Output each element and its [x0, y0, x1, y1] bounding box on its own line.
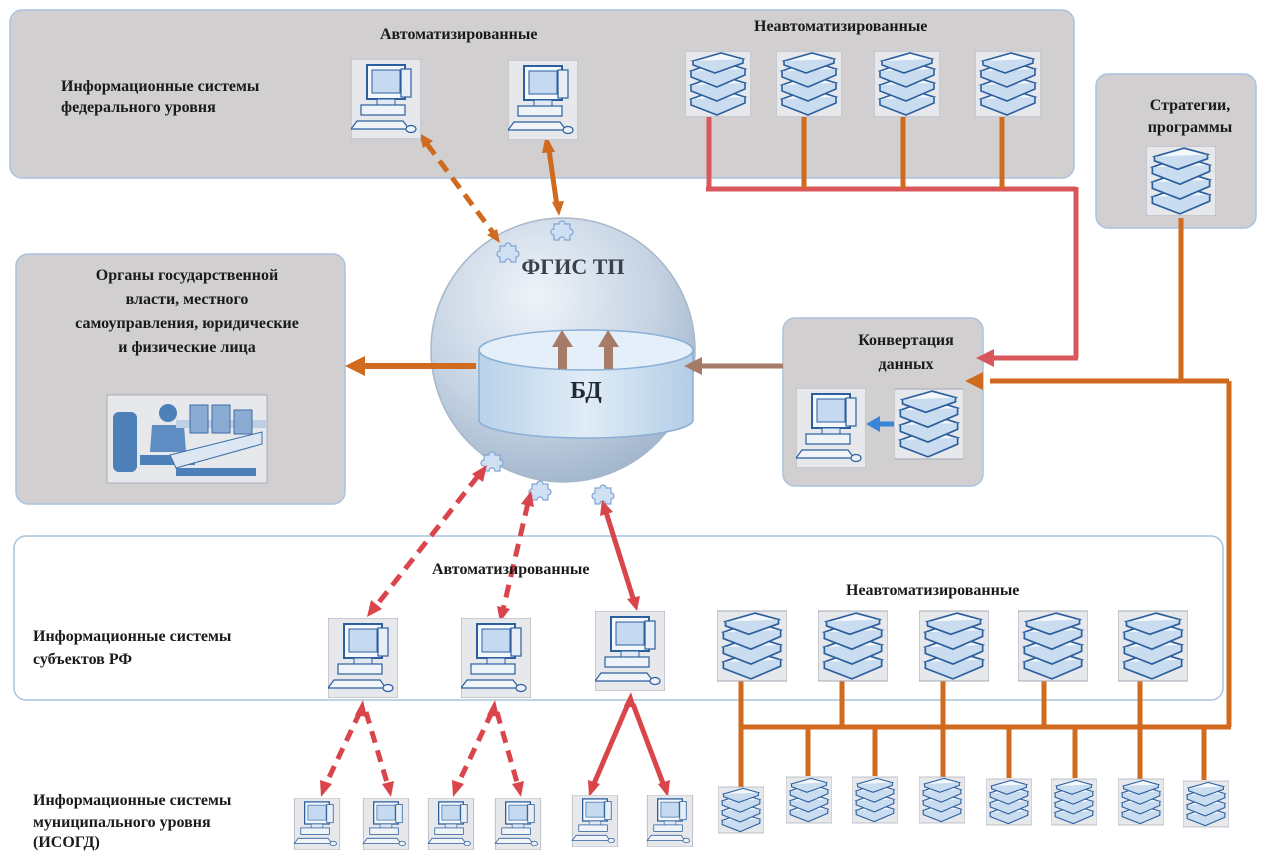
authorities-line4: и физические лица — [118, 339, 256, 356]
federal-automated-label: Автоматизированные — [380, 26, 538, 43]
authorities-line2: власти, местного — [125, 291, 249, 308]
computer-icon — [508, 60, 578, 140]
arrowhead — [552, 201, 564, 216]
books-icon — [1118, 610, 1188, 682]
books-icon — [717, 610, 787, 682]
federal-title-line1: Информационные системы — [61, 78, 260, 95]
books-icon — [1051, 778, 1097, 826]
municipal-arrowheads — [320, 692, 670, 797]
conversion-arrowhead — [684, 357, 702, 375]
books-icon — [874, 51, 940, 117]
federal-orange-drops — [801, 112, 1005, 189]
database-cylinder — [478, 329, 694, 439]
books-icon — [919, 776, 965, 824]
computer-icon — [595, 611, 665, 691]
connector-icon — [528, 480, 552, 501]
books-icon — [894, 388, 964, 460]
connector-icon — [550, 220, 574, 241]
subjects-automated-label: Автоматизированные — [432, 561, 590, 578]
municipal-line1: Информационные системы — [33, 792, 232, 809]
subject-links — [374, 474, 636, 611]
fgis-title: ФГИС ТП — [521, 254, 625, 279]
arrowhead — [487, 229, 500, 243]
federal-dashed-link — [424, 142, 497, 236]
subjects-non-automated-label: Неавтоматизированные — [846, 582, 1020, 599]
books-icon — [1018, 610, 1088, 682]
books-icon — [852, 776, 898, 824]
books-icon — [718, 786, 764, 834]
books-icon — [818, 610, 888, 682]
computer-icon — [461, 618, 531, 698]
computer-icon — [571, 795, 619, 847]
conversion-line2: данных — [878, 356, 934, 373]
subjects-title-line1: Информационные системы — [33, 628, 232, 645]
computer-icon — [362, 798, 410, 850]
books-icon — [776, 51, 842, 117]
federal-red-bus — [706, 112, 1079, 361]
federal-title-line2: федерального уровня — [61, 99, 216, 116]
municipal-line3: (ИСОГД) — [33, 834, 100, 851]
computer-icon — [796, 388, 866, 468]
books-icon — [986, 778, 1032, 826]
db-up-arrows — [552, 330, 619, 369]
computer-icon — [328, 618, 398, 698]
authorities-line3: самоуправления, юридические — [75, 315, 299, 332]
books-icon — [786, 776, 832, 824]
red-bus-arrowhead — [976, 349, 994, 367]
computer-icon — [427, 798, 475, 850]
strategies-line1: Стратегии, — [1149, 97, 1231, 114]
db-label: БД — [570, 378, 602, 404]
conversion-line1: Конвертация — [858, 332, 954, 349]
computer-icon — [351, 59, 421, 139]
books-icon — [919, 610, 989, 682]
federal-solid-link — [546, 149, 560, 207]
municipal-line2: муниципального уровня — [33, 814, 211, 831]
operator-workstation-icon — [106, 394, 268, 484]
orange-bus — [738, 218, 1232, 788]
books-icon — [1183, 780, 1229, 828]
arrowhead — [419, 133, 433, 148]
federal-non-automated-label: Неавтоматизированные — [754, 18, 928, 35]
books-icon — [1146, 146, 1216, 216]
computer-icon — [293, 798, 341, 850]
strategies-line2: программы — [1147, 119, 1233, 136]
municipal-links — [322, 703, 667, 788]
books-icon — [685, 51, 751, 117]
books-icon — [975, 51, 1041, 117]
authorities-arrowhead — [345, 356, 365, 376]
computer-icon — [646, 795, 694, 847]
books-icon — [1118, 778, 1164, 826]
subjects-title-line2: субъектов РФ — [33, 651, 133, 668]
conversion-blue-arrowhead — [866, 416, 880, 432]
computer-icon — [494, 798, 542, 850]
authorities-line1: Органы государственной — [95, 267, 279, 284]
orange-bus-arrowhead — [965, 372, 983, 390]
